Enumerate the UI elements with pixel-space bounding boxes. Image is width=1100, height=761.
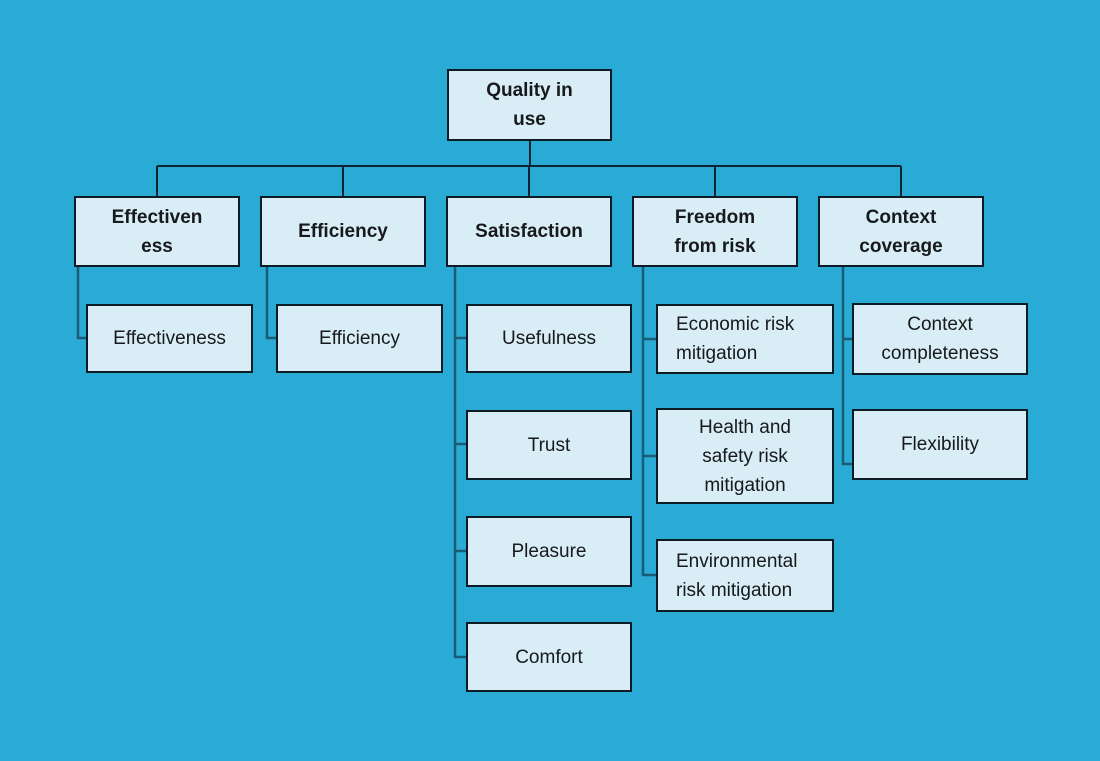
node-trust-label: Trust (527, 434, 571, 456)
node-quality-in-use-label: Quality in use (486, 80, 573, 130)
node-efficiency-sub-label: Efficiency (319, 328, 400, 349)
root-connector (156, 141, 902, 196)
node-pleasure[interactable]: Pleasure (466, 516, 632, 587)
node-satisfaction[interactable]: Satisfaction (446, 196, 612, 267)
efficiency-branch-connector (265, 267, 276, 340)
node-health-safety-risk-mitigation[interactable]: Health and safety risk mitigation (656, 408, 834, 504)
node-economic-risk-mitigation-label: Economic risk mitigation (676, 314, 795, 364)
node-economic-risk-mitigation[interactable]: Economic risk mitigation (656, 304, 834, 374)
node-efficiency-sub[interactable]: Efficiency (276, 304, 443, 373)
node-freedom-from-risk-label: Freedom from risk (674, 206, 756, 257)
context-coverage-branch-connector (841, 267, 852, 466)
node-environmental-risk-mitigation-label: Environmental risk mitigation (676, 550, 798, 601)
node-quality-in-use[interactable]: Quality in use (447, 69, 612, 141)
node-context-coverage-label: Context coverage (859, 206, 943, 257)
node-health-safety-risk-mitigation-label: Health and safety risk mitigation (699, 416, 791, 496)
node-effectiveness[interactable]: Effectiveness (74, 196, 240, 267)
node-efficiency[interactable]: Efficiency (260, 196, 426, 267)
effectiveness-branch-connector (76, 267, 86, 340)
node-context-completeness[interactable]: Context completeness (852, 303, 1028, 375)
node-comfort-label: Comfort (515, 646, 583, 668)
node-flexibility-label: Flexibility (900, 434, 980, 455)
node-pleasure-label: Pleasure (511, 541, 587, 562)
node-flexibility[interactable]: Flexibility (852, 409, 1028, 480)
node-satisfaction-label: Satisfaction (475, 221, 583, 242)
node-effectiveness-sub-label: Effectiveness (113, 328, 226, 349)
node-environmental-risk-mitigation[interactable]: Environmental risk mitigation (656, 539, 834, 612)
node-freedom-from-risk[interactable]: Freedom from risk (632, 196, 798, 267)
node-effectiveness-sub[interactable]: Effectiveness (86, 304, 253, 373)
node-efficiency-label: Efficiency (298, 221, 388, 242)
freedom-from-risk-branch-connector (641, 267, 656, 577)
node-context-completeness-label: Context completeness (881, 314, 999, 364)
node-context-coverage[interactable]: Context coverage (818, 196, 984, 267)
node-comfort[interactable]: Comfort (466, 622, 632, 692)
node-trust[interactable]: Trust (466, 410, 632, 480)
node-usefulness-label: Usefulness (502, 328, 596, 349)
node-usefulness[interactable]: Usefulness (466, 304, 632, 373)
satisfaction-branch-connector (453, 267, 466, 659)
node-effectiveness-label: Effectiveness (111, 206, 203, 257)
